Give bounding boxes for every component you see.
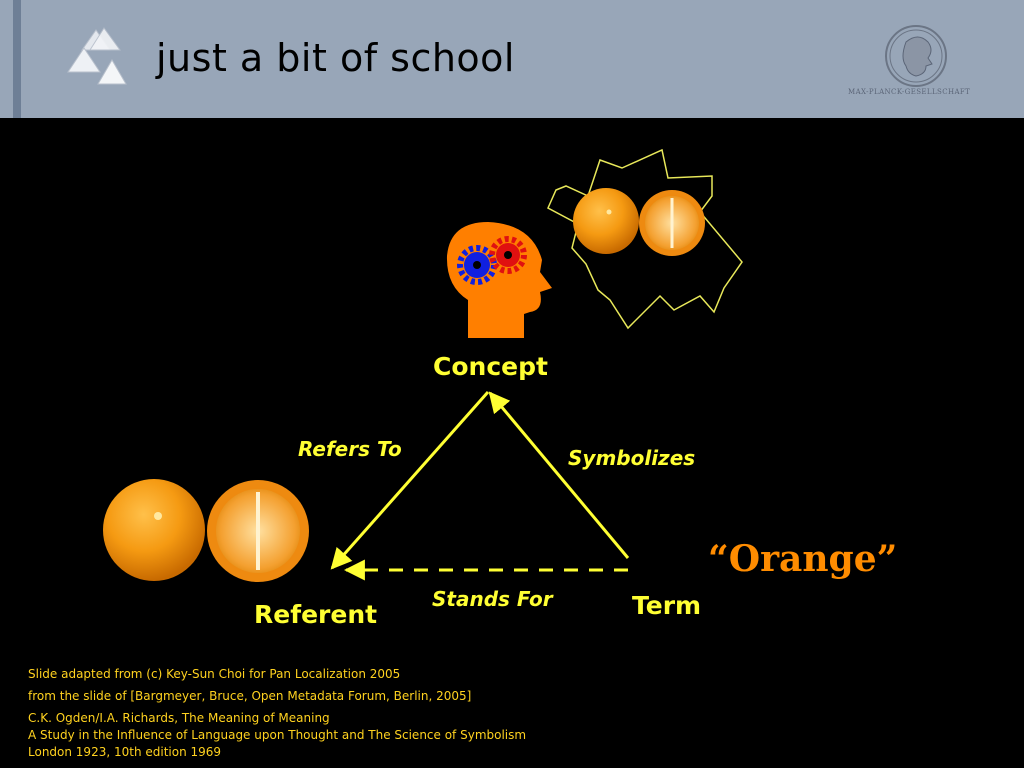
symbolizes-arrow [488,391,630,559]
blue-gear-icon [457,245,497,285]
concept-label: Concept [433,352,548,381]
thought-outline [547,148,743,330]
referent-orange-half-icon [207,480,309,582]
term-word-orange: “Orange” [708,538,898,580]
stands-for-label: Stands For [432,587,553,611]
concept-orange-half-icon [639,190,705,256]
credit-line: London 1923, 10th edition 1969 [28,745,222,759]
term-label: Term [632,591,702,620]
refers-to-arrow [330,391,490,570]
symbolizes-label: Symbolizes [568,446,696,470]
slide-title: just a bit of school [156,36,515,80]
max-planck-seal-icon [885,25,947,87]
semiotic-triangle-diagram [103,148,743,582]
head-with-gears-icon [446,222,552,338]
credit-line: Slide adapted from (c) Key-Sun Choi for … [28,667,401,681]
credit-line: from the slide of [Bargmeyer, Bruce, Ope… [28,689,472,703]
logo-caption: MAX-PLANCK-GESELLSCHAFT [848,88,971,96]
red-gear-icon [489,236,527,274]
slide-header [0,0,1024,118]
refers-to-label: Refers To [298,437,402,461]
referent-label: Referent [254,600,378,629]
credit-line: C.K. Ogden/I.A. Richards, The Meaning of… [28,711,330,725]
triangles-logo-icon [67,27,127,85]
credits: Slide adapted from (c) Key-Sun Choi for … [28,666,526,761]
header-accent-bar [13,0,21,118]
credit-line: A Study in the Influence of Language upo… [28,728,527,742]
concept-orange-icon [573,188,639,254]
referent-orange-icon [103,479,205,581]
